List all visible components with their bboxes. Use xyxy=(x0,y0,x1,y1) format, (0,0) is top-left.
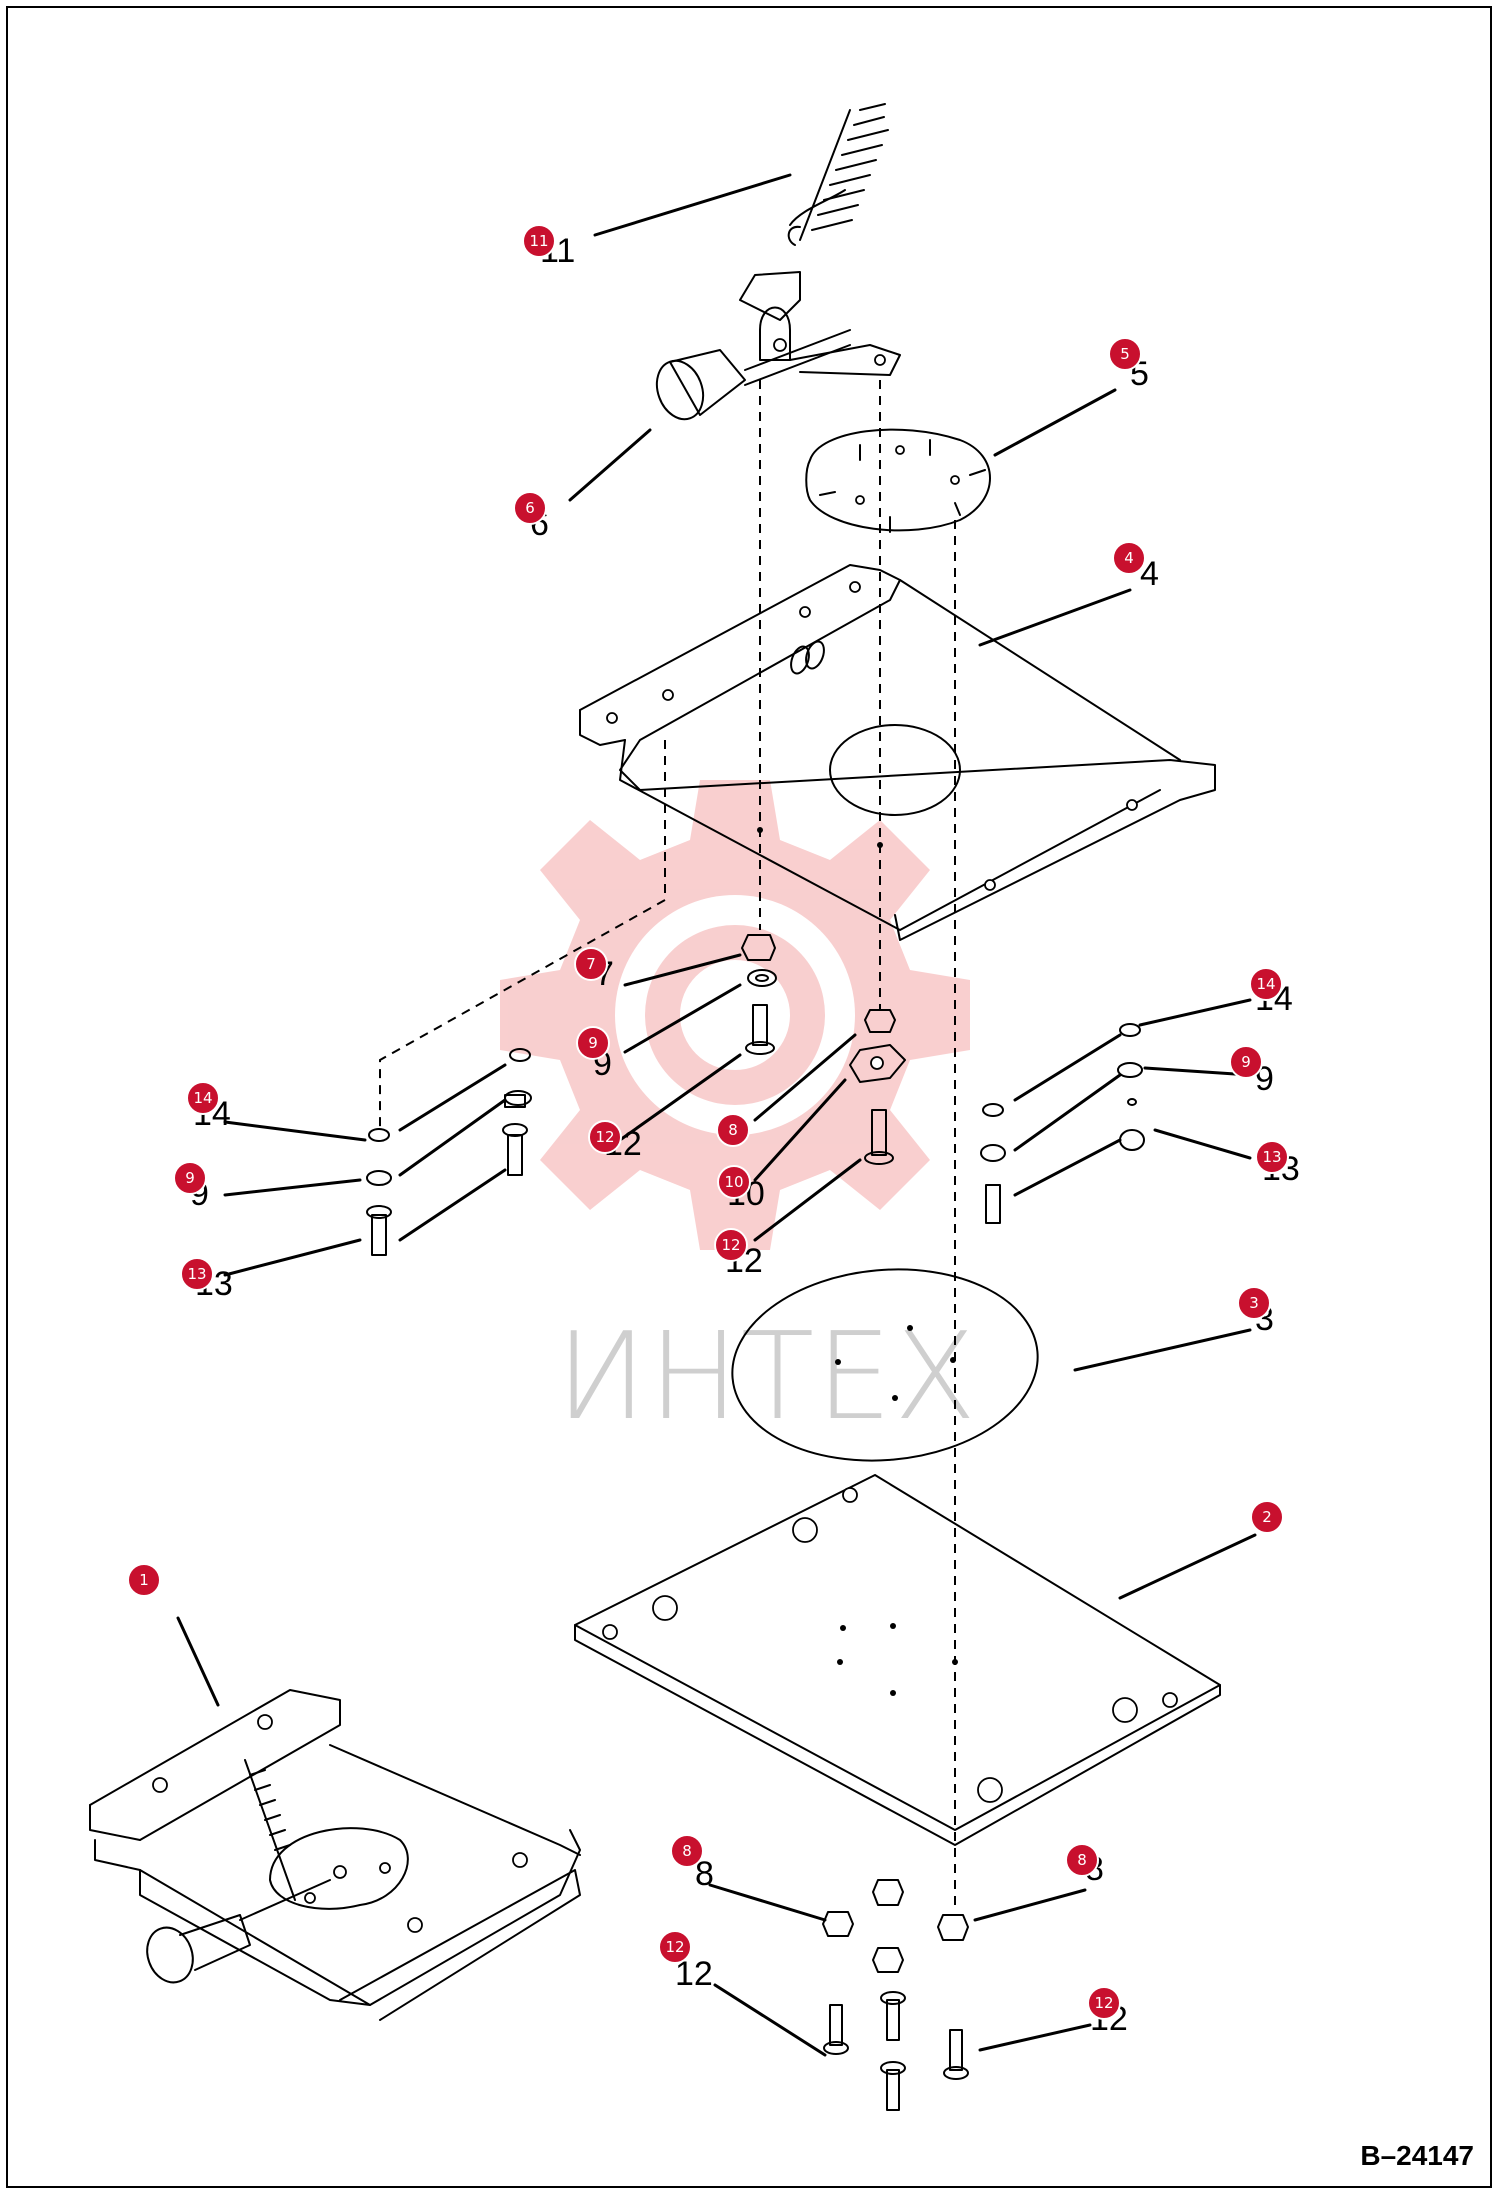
callout-4[interactable]: 4 xyxy=(1112,541,1146,575)
callout-11[interactable]: 11 xyxy=(522,224,556,258)
svg-text:7: 7 xyxy=(586,955,596,973)
svg-text:3: 3 xyxy=(1249,1294,1259,1312)
callout-9-left[interactable]: 9 xyxy=(173,1161,207,1195)
svg-text:1: 1 xyxy=(139,1571,149,1589)
svg-text:8: 8 xyxy=(695,1855,714,1893)
svg-text:13: 13 xyxy=(1262,1148,1281,1166)
callout-3[interactable]: 3 xyxy=(1237,1286,1271,1320)
svg-text:12: 12 xyxy=(665,1938,684,1956)
svg-text:5: 5 xyxy=(1120,345,1130,363)
hardware-center-stack xyxy=(741,934,906,1165)
callout-9-center[interactable]: 9 xyxy=(576,1026,610,1060)
slide-plate-part-4 xyxy=(579,564,1216,941)
alignment-lines xyxy=(379,380,956,1910)
callout-13-right[interactable]: 13 xyxy=(1255,1140,1289,1174)
callout-10[interactable]: 10 xyxy=(717,1165,751,1199)
svg-text:10: 10 xyxy=(724,1173,743,1191)
spring-part-11 xyxy=(787,103,889,246)
callout-12-center-lower[interactable]: 12 xyxy=(714,1228,748,1262)
watermark-text: ИНТЕХ xyxy=(556,1308,978,1447)
svg-text:12: 12 xyxy=(721,1236,740,1254)
callout-12-bottom-right[interactable]: 12 xyxy=(1087,1986,1121,2020)
callout-2[interactable]: 2 xyxy=(1250,1500,1284,1534)
svg-text:9: 9 xyxy=(1241,1053,1251,1071)
hardware-left-stack xyxy=(366,1048,532,1256)
callout-1[interactable]: 1 xyxy=(127,1563,161,1597)
svg-text:14: 14 xyxy=(193,1089,212,1107)
leader-lines xyxy=(176,173,1257,2057)
svg-text:4: 4 xyxy=(1124,549,1134,567)
lever-handle-part-6 xyxy=(655,271,901,421)
svg-text:13: 13 xyxy=(187,1265,206,1283)
callout-14-left[interactable]: 14 xyxy=(186,1081,220,1115)
callout-13-left[interactable]: 13 xyxy=(180,1257,214,1291)
svg-text:8: 8 xyxy=(1077,1851,1087,1869)
callout-5[interactable]: 5 xyxy=(1108,337,1142,371)
callout-8-bottom-right[interactable]: 8 xyxy=(1065,1843,1099,1877)
hardware-right-stack xyxy=(980,1023,1145,1224)
base-plate-part-2 xyxy=(574,1474,1221,1846)
svg-text:14: 14 xyxy=(1256,975,1275,993)
callout-8-center[interactable]: 8 xyxy=(716,1113,750,1147)
callout-9-right[interactable]: 9 xyxy=(1229,1045,1263,1079)
drawing-reference-code: B–24147 xyxy=(1360,2140,1474,2171)
callout-12-center[interactable]: 12 xyxy=(588,1120,622,1154)
svg-text:8: 8 xyxy=(728,1121,738,1139)
svg-text:2: 2 xyxy=(1262,1508,1272,1526)
svg-text:6: 6 xyxy=(525,499,535,517)
svg-text:9: 9 xyxy=(588,1034,598,1052)
hardware-bottom-stack xyxy=(822,1879,969,2111)
callout-6[interactable]: 6 xyxy=(513,491,547,525)
callout-12-bottom-left[interactable]: 12 xyxy=(658,1930,692,1964)
svg-text:12: 12 xyxy=(595,1128,614,1146)
callout-8-bottom-left[interactable]: 8 xyxy=(670,1834,704,1868)
callout-7[interactable]: 7 xyxy=(574,947,608,981)
star-plate-part-5 xyxy=(805,428,991,533)
assembled-unit-part-1 xyxy=(89,1689,581,2021)
svg-text:4: 4 xyxy=(1140,555,1159,593)
svg-text:11: 11 xyxy=(529,232,548,250)
svg-text:12: 12 xyxy=(1094,1994,1113,2012)
svg-text:9: 9 xyxy=(185,1169,195,1187)
svg-text:8: 8 xyxy=(682,1842,692,1860)
callout-14-right[interactable]: 14 xyxy=(1249,967,1283,1001)
